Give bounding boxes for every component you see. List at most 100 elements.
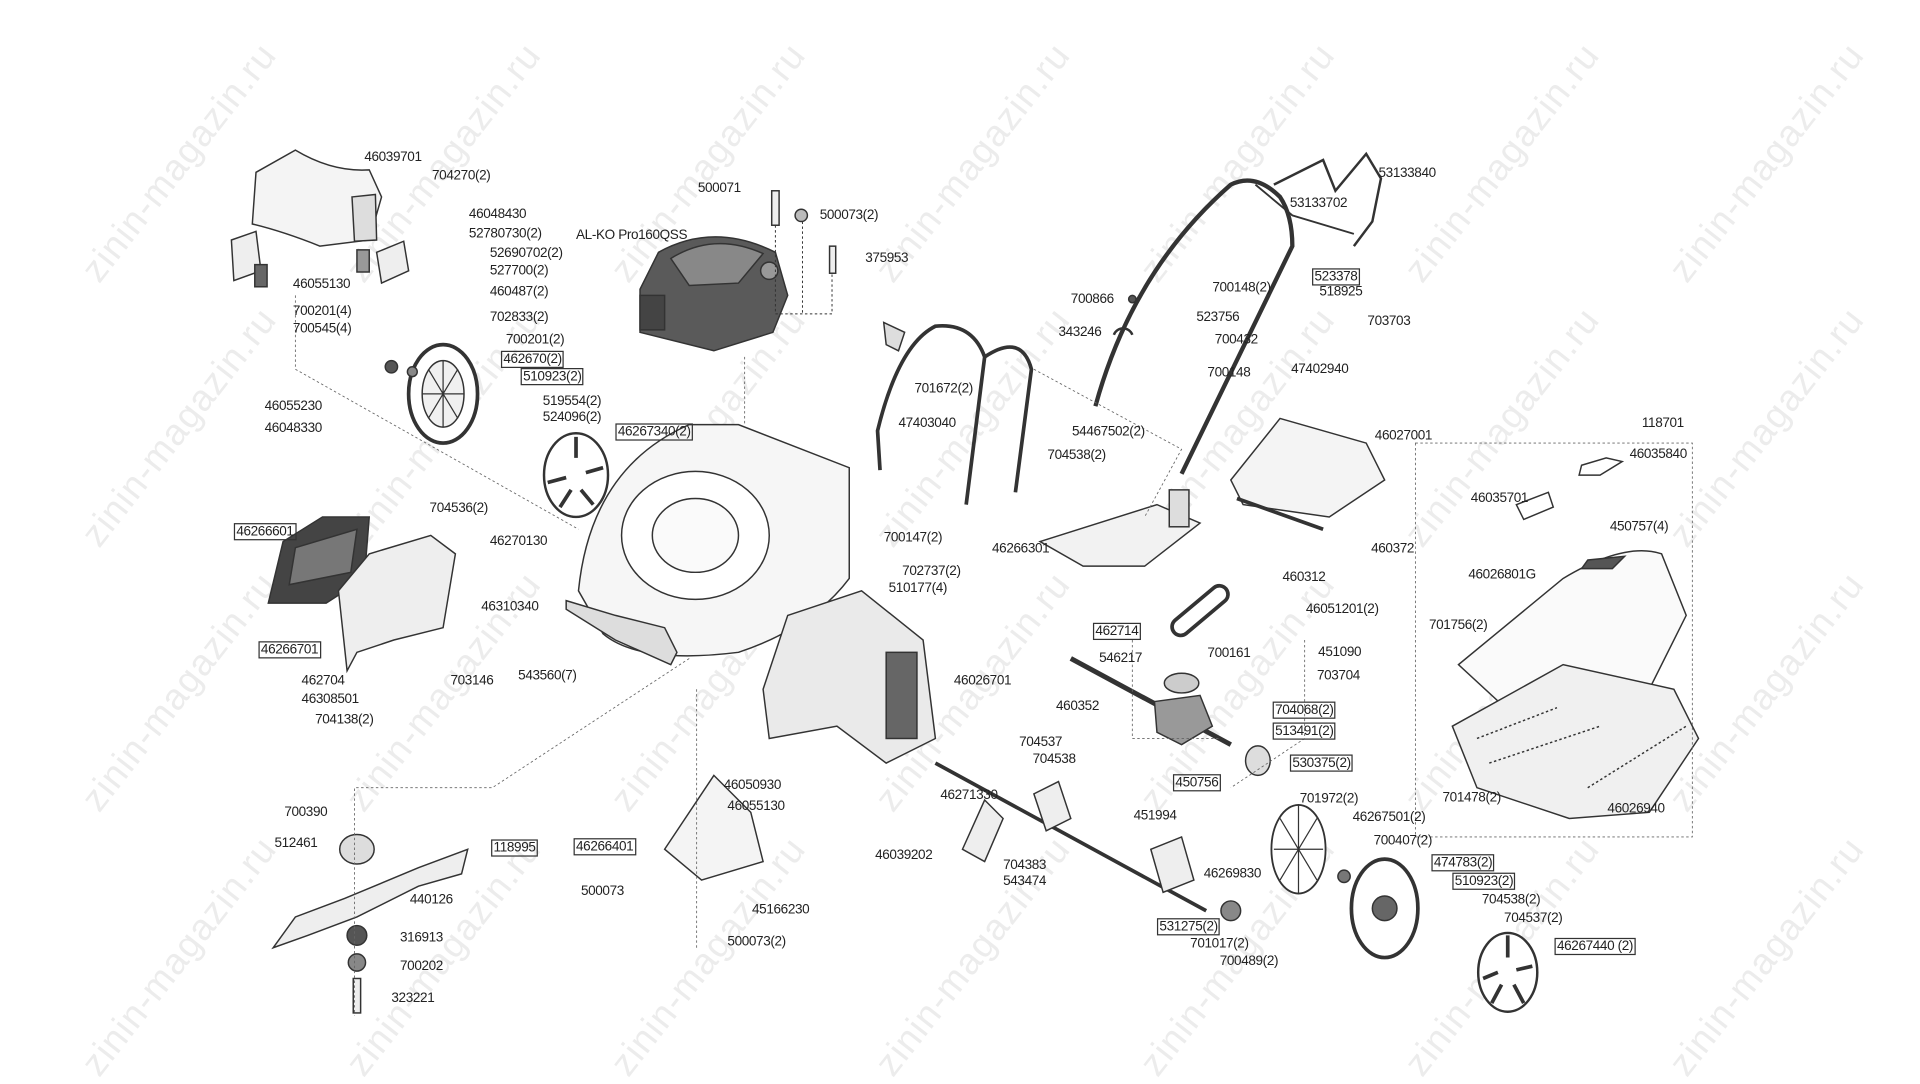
part-label-boxed: 510923(2) <box>520 368 584 386</box>
side-flap-part <box>337 534 457 674</box>
part-label: 46269830 <box>1203 866 1262 882</box>
part-label: 700432 <box>1214 332 1258 348</box>
part-label: 704537 <box>1019 734 1063 750</box>
drive-axle-part <box>934 761 1242 922</box>
upper-handle-part <box>1093 151 1383 475</box>
hubcap-right-part <box>1476 931 1539 1013</box>
rear-hinge-right-part <box>356 240 410 285</box>
part-label-boxed: 46266401 <box>573 838 636 856</box>
rear-hinge-left-part <box>230 230 268 288</box>
part-label: 702833(2) <box>489 310 549 325</box>
part-label: 54467502(2) <box>1072 424 1145 440</box>
part-label: 46055230 <box>264 398 323 414</box>
part-label-boxed: 523378 <box>1312 268 1360 286</box>
rear-flap-part <box>251 149 383 247</box>
part-label: 53133702 <box>1289 195 1348 211</box>
part-label: 700147(2) <box>883 530 943 546</box>
part-label: 500071 <box>697 180 741 196</box>
part-label: 700202 <box>400 958 443 974</box>
part-label-boxed: 46266701 <box>258 641 321 659</box>
part-label: 451994 <box>1133 808 1177 824</box>
part-label: 703146 <box>450 673 494 689</box>
part-label: 704138(2) <box>315 712 374 728</box>
part-label: 46055130 <box>727 798 785 814</box>
part-label: 323221 <box>391 990 435 1006</box>
part-label: 460352 <box>1056 699 1099 714</box>
part-label: 704538 <box>1032 752 1076 767</box>
part-label-boxed: 530375(2) <box>1289 754 1354 772</box>
part-label: 519554(2) <box>542 393 602 409</box>
part-label: 546217 <box>1099 651 1143 666</box>
part-label: 47402940 <box>1291 361 1349 377</box>
part-label: 703704 <box>1316 668 1360 684</box>
part-label: 700148 <box>1207 365 1251 381</box>
part-label: 46271330 <box>940 787 998 803</box>
part-label: 704536(2) <box>429 500 489 516</box>
part-label: 460372 <box>1371 541 1415 557</box>
part-label: 701672(2) <box>914 381 973 397</box>
hubcap-left-part <box>542 432 610 519</box>
part-label-boxed: 450756 <box>1172 774 1221 792</box>
part-label: 523756 <box>1196 310 1240 325</box>
part-label: 46035840 <box>1629 446 1688 462</box>
part-label: 700201(4) <box>292 304 352 319</box>
part-label: 46027001 <box>1374 428 1433 444</box>
part-label: 45166230 <box>752 902 810 917</box>
rear-flap-hinged-part <box>1229 417 1386 531</box>
mower-deck-part <box>565 423 850 666</box>
part-label: 46026940 <box>1607 801 1665 817</box>
drive-wheel-part <box>1270 804 1420 960</box>
part-label: 451090 <box>1318 644 1362 660</box>
part-label: 524096(2) <box>542 409 602 425</box>
part-label: 316913 <box>400 930 443 946</box>
part-label-boxed: 510923(2) <box>1452 872 1516 890</box>
bottom-plate-part <box>663 774 764 881</box>
part-label: 700545(4) <box>292 321 352 337</box>
part-label: 700489(2) <box>1219 953 1279 969</box>
part-label: 701756(2) <box>1428 617 1488 633</box>
part-label: 46051201(2) <box>1305 601 1379 617</box>
engine-model-label: AL-KO Pro160QSS <box>576 227 688 243</box>
part-label: 46055130 <box>292 276 351 292</box>
part-label: 700161 <box>1207 646 1251 661</box>
part-label-boxed: 462670(2) <box>500 350 565 369</box>
part-label: 543474 <box>1003 873 1047 889</box>
part-label: 704538(2) <box>1481 892 1541 908</box>
part-label: 46267501(2) <box>1352 809 1426 825</box>
part-label-boxed: 46267340(2) <box>615 423 694 441</box>
part-label: 462704 <box>301 673 345 689</box>
gearbox-part <box>1069 583 1271 777</box>
part-label: 700201(2) <box>505 332 565 348</box>
part-label: 375953 <box>865 251 909 266</box>
grass-bag-bottom-part <box>1451 663 1700 820</box>
part-label: 46039202 <box>875 848 933 863</box>
part-label: 500073(2) <box>819 208 879 223</box>
part-label: 47403040 <box>898 416 956 431</box>
part-label: 53133840 <box>1378 166 1436 181</box>
part-label: 510177(4) <box>888 580 948 596</box>
part-label: 701478(2) <box>1442 790 1501 805</box>
part-label: 46266301 <box>992 541 1050 557</box>
part-label: 440126 <box>409 892 453 908</box>
part-label: 46050930 <box>723 777 782 793</box>
engine-bolt-part <box>770 190 837 315</box>
part-label: 701017(2) <box>1190 936 1249 952</box>
part-label: 46048430 <box>468 206 527 222</box>
part-label: 704270(2) <box>432 168 491 184</box>
part-label: 702737(2) <box>902 563 961 579</box>
part-label: 704538(2) <box>1047 448 1106 463</box>
lower-handle-part <box>875 321 1034 505</box>
part-label: 703703 <box>1367 313 1411 329</box>
part-label: 512461 <box>274 835 318 851</box>
part-label: 518925 <box>1319 284 1363 300</box>
part-label-boxed: 531275(2) <box>1156 918 1221 936</box>
part-label: 118701 <box>1641 416 1684 431</box>
rear-wheel-left-part <box>384 342 480 445</box>
part-label: 46308501 <box>301 691 360 707</box>
part-label: 46048330 <box>264 420 323 436</box>
part-label-boxed: 474783(2) <box>1431 854 1495 872</box>
part-label-boxed: 462714 <box>1092 622 1141 641</box>
part-label: 343246 <box>1058 324 1102 340</box>
